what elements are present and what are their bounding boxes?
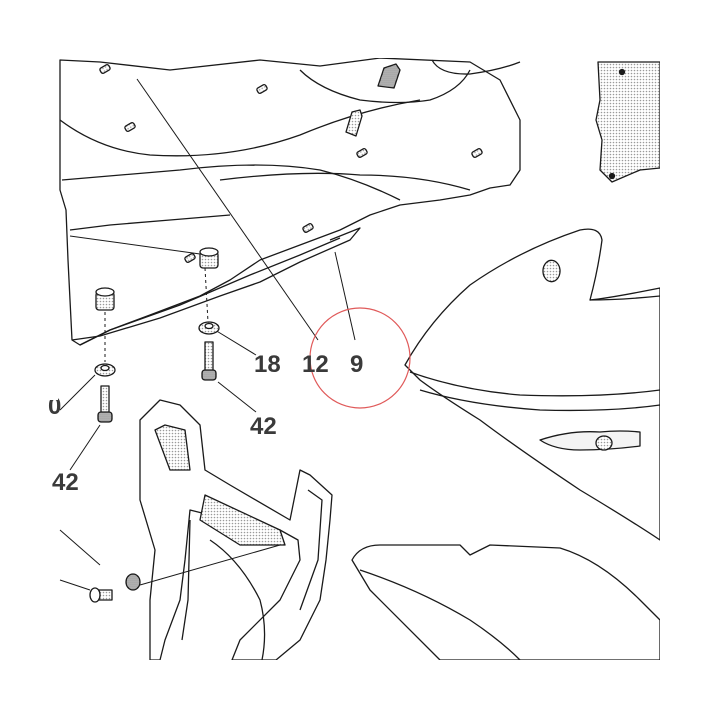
callout-18: 18 [254,351,281,378]
leader-lines [59,78,356,591]
callout-9: 9 [350,351,363,378]
right-bracket-plate [595,61,661,183]
push-clip-left [95,287,115,311]
bottom-clip [89,573,141,603]
right-fender-panel [404,228,661,541]
highlight-circle [309,307,411,409]
fender-hole [542,259,561,283]
washer-left [94,363,116,377]
callout-42: 42 [250,413,277,440]
fender-grommet [595,435,613,451]
callout-labels: 18 12 9 42 42 0 [48,351,363,496]
panel-slots [99,63,483,264]
screw-42 [201,341,217,381]
hardware-parts [89,247,220,603]
callout-42-left: 42 [52,469,79,496]
top-clip [345,63,401,137]
upper-trim-panel [59,57,521,346]
push-clip-upper [199,247,219,269]
screw-left [97,385,113,423]
washer-18 [198,321,220,335]
drawing-area [59,57,661,661]
lower-right-panel [351,544,661,661]
callout-12: 12 [302,351,329,378]
